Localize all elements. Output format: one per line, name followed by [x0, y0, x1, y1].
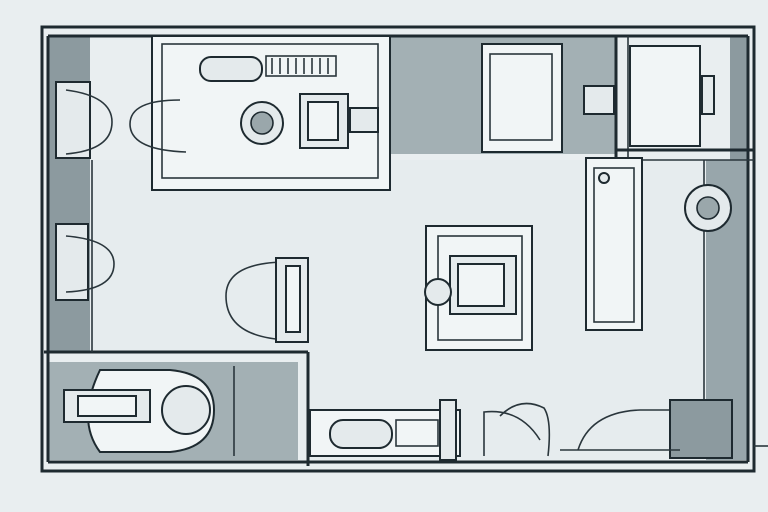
sink-basin-lower	[329, 419, 393, 449]
tall-cabinet-right	[585, 157, 643, 331]
armchair-middle	[225, 257, 309, 343]
closet-top-center	[481, 43, 563, 153]
vanity-counter	[265, 55, 337, 77]
bottom-hall-fixtures	[309, 399, 733, 461]
center-cabinet	[424, 225, 533, 351]
closet-top-right	[583, 45, 715, 147]
chair-left-lower	[55, 223, 115, 301]
sink-basin	[199, 56, 263, 82]
chair-left-upper	[55, 81, 187, 159]
round-fixture-right	[684, 184, 732, 232]
bottom-left-room	[63, 366, 235, 456]
bathroom-top-left	[151, 35, 391, 191]
